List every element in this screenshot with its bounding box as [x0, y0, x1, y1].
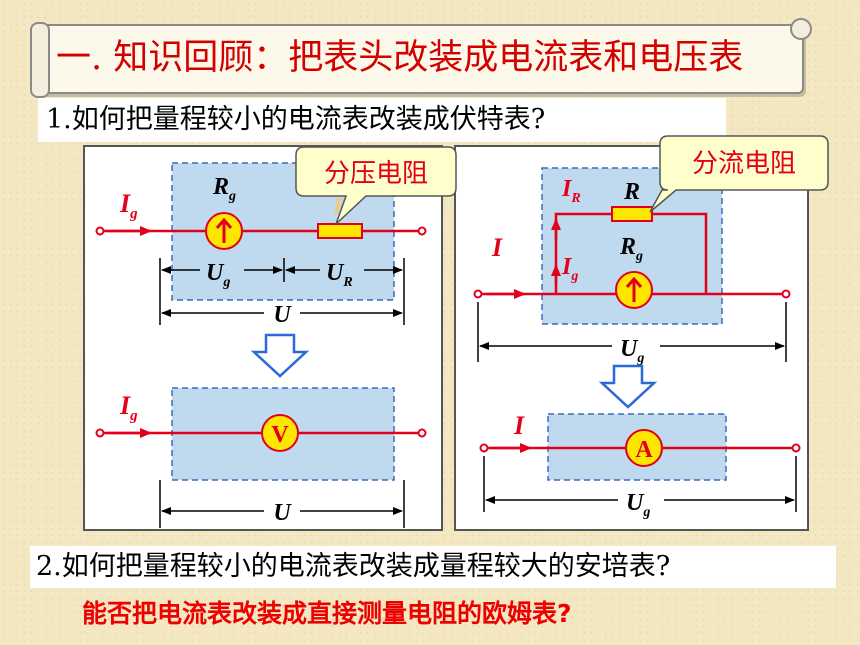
callout-shunt	[649, 135, 829, 213]
current-i-label: I	[491, 233, 503, 262]
ur-label: UR	[326, 260, 353, 290]
current-i-label: I	[513, 411, 525, 440]
ig-label: Ig	[561, 254, 578, 284]
terminal	[479, 443, 489, 453]
question-1: 1.如何把量程较小的电流表改装成伏特表?	[38, 98, 726, 142]
current-ig-label: Ig	[119, 391, 138, 424]
scroll-curl-right	[790, 18, 812, 40]
ir-label: IR	[561, 176, 581, 206]
shunt-resistor	[611, 206, 653, 222]
terminal	[781, 289, 791, 299]
up-arrow-icon	[215, 217, 233, 243]
rg-label: Rg	[619, 234, 643, 264]
u-label: U	[273, 500, 292, 526]
voltmeter-letter: V	[271, 422, 289, 448]
terminal	[417, 428, 427, 438]
ug-label: Ug	[626, 490, 650, 520]
ammeter-letter: A	[635, 437, 653, 463]
question-3: 能否把电流表改装成直接测量电阻的欧姆表?	[82, 599, 572, 628]
callout-text: 分压电阻	[324, 159, 428, 189]
question-2: 2.如何把量程较小的电流表改装成量程较大的安培表?	[30, 546, 836, 588]
terminal	[95, 226, 105, 236]
scroll-curl-left	[30, 22, 50, 98]
ug-label: Ug	[620, 336, 644, 366]
callout-voltage-divider	[295, 146, 457, 225]
terminal	[473, 289, 483, 299]
page-title: 一. 知识回顾：把表头改装成电流表和电压表	[56, 38, 744, 78]
terminal	[417, 226, 427, 236]
down-arrow-icon	[598, 364, 658, 409]
ug-label: Ug	[206, 260, 230, 290]
shunt-r-label: R	[623, 179, 640, 205]
series-resistor	[317, 223, 363, 239]
terminal	[95, 428, 105, 438]
up-arrow-icon	[625, 276, 643, 302]
down-arrow-icon	[250, 333, 310, 378]
callout-text: 分流电阻	[692, 149, 796, 179]
terminal	[791, 443, 801, 453]
current-ig-label: Ig	[119, 189, 138, 222]
ammeter-icon	[625, 429, 663, 467]
title-banner	[30, 18, 812, 98]
rg-label: Rg	[212, 174, 236, 204]
voltmeter-icon	[261, 414, 299, 452]
u-label: U	[273, 302, 292, 328]
